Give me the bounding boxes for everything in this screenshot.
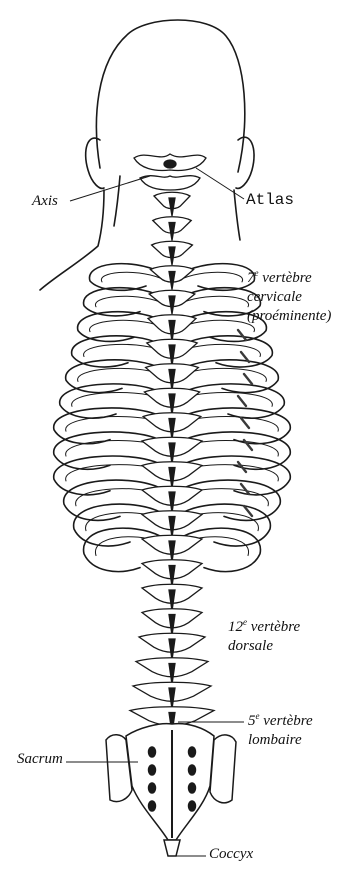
rib-shading: [244, 374, 252, 384]
label-atlas: Atlas: [246, 191, 294, 210]
label-t12: 12e vertèbre dorsale: [228, 618, 300, 656]
right-rib-inner: [184, 272, 243, 282]
right-rib-inner: [184, 320, 254, 331]
label-c7-line1: 7e vertèbre: [247, 269, 331, 288]
axis-leader: [70, 176, 150, 201]
left-neck-line: [114, 176, 120, 226]
coccyx: [164, 840, 180, 856]
left-rib: [89, 264, 160, 291]
right-rib: [184, 384, 284, 418]
axis-vertebra: [140, 176, 200, 190]
right-iliac-edge: [210, 735, 236, 803]
atlas-leader: [196, 168, 244, 199]
vertebral-column: [130, 154, 214, 734]
left-rib: [54, 432, 160, 469]
label-t12-line1: 12e vertèbre: [228, 618, 300, 637]
left-rib-inner: [90, 320, 160, 331]
label-sacrum: Sacrum: [17, 750, 63, 769]
spinous-process: [169, 223, 175, 241]
label-axis-text: Axis: [32, 193, 58, 209]
label-t12-line2: dorsale: [228, 637, 300, 656]
right-rib-inner: [184, 368, 266, 381]
sacral-foramen: [189, 801, 196, 811]
spinous-process: [169, 370, 175, 391]
right-rib-inner: [184, 296, 249, 307]
rib-shading: [241, 418, 249, 428]
label-c7-line3: (proéminente): [247, 307, 331, 326]
right-neck: [234, 190, 240, 240]
right-ear: [236, 137, 254, 188]
rib-shading: [238, 330, 246, 340]
spinous-process: [169, 688, 175, 709]
spinous-process: [169, 247, 175, 265]
right-rib: [184, 264, 255, 291]
spinous-process: [169, 419, 175, 440]
left-rib: [60, 384, 160, 418]
spinous-process: [169, 639, 175, 660]
label-c7: 7e vertèbre cervicale (proéminente): [247, 269, 331, 326]
spinous-process: [169, 566, 175, 587]
label-sacrum-text: Sacrum: [17, 751, 63, 767]
rib-shading: [238, 396, 246, 406]
spinous-process: [169, 541, 175, 562]
sacral-foramen: [189, 783, 196, 793]
sacral-foramen: [189, 765, 196, 775]
spinous-process: [169, 443, 175, 464]
right-rib-inner: [184, 344, 260, 356]
sacral-foramen: [149, 765, 156, 775]
sacral-foramen: [149, 747, 156, 757]
label-axis: Axis: [32, 192, 58, 211]
spinous-process: [169, 321, 175, 342]
sacrum-bone: [106, 724, 236, 856]
spinous-process: [169, 492, 175, 513]
spinous-process: [169, 664, 175, 685]
right-rib: [184, 432, 290, 469]
left-rib-inner: [95, 296, 160, 307]
left-rib-inner: [84, 344, 160, 356]
sacral-foramen: [149, 801, 156, 811]
label-l5-line2: lombaire: [248, 731, 313, 750]
atlas-canal: [164, 160, 176, 168]
spinous-process: [169, 615, 175, 636]
spinous-process: [169, 468, 175, 489]
spinous-process: [169, 198, 175, 216]
spinous-process: [169, 272, 175, 290]
left-ear: [86, 138, 104, 188]
spinous-process: [169, 345, 175, 366]
sacrum: [126, 724, 214, 840]
head-outline: [96, 20, 244, 172]
spinous-process: [169, 296, 175, 314]
label-l5-line1: 5e vertèbre: [248, 712, 313, 731]
label-coccyx-text: Coccyx: [209, 846, 253, 862]
spinous-process: [169, 394, 175, 415]
label-c7-line2: cervicale: [247, 288, 331, 307]
spinous-process: [169, 517, 175, 538]
left-rib-inner: [101, 272, 160, 282]
label-atlas-text: Atlas: [246, 191, 294, 209]
label-l5: 5e vertèbre lombaire: [248, 712, 313, 750]
sacral-foramen: [149, 783, 156, 793]
label-coccyx: Coccyx: [209, 845, 253, 864]
left-rib-inner: [78, 368, 160, 381]
spinous-process: [169, 590, 175, 611]
sacral-foramen: [189, 747, 196, 757]
